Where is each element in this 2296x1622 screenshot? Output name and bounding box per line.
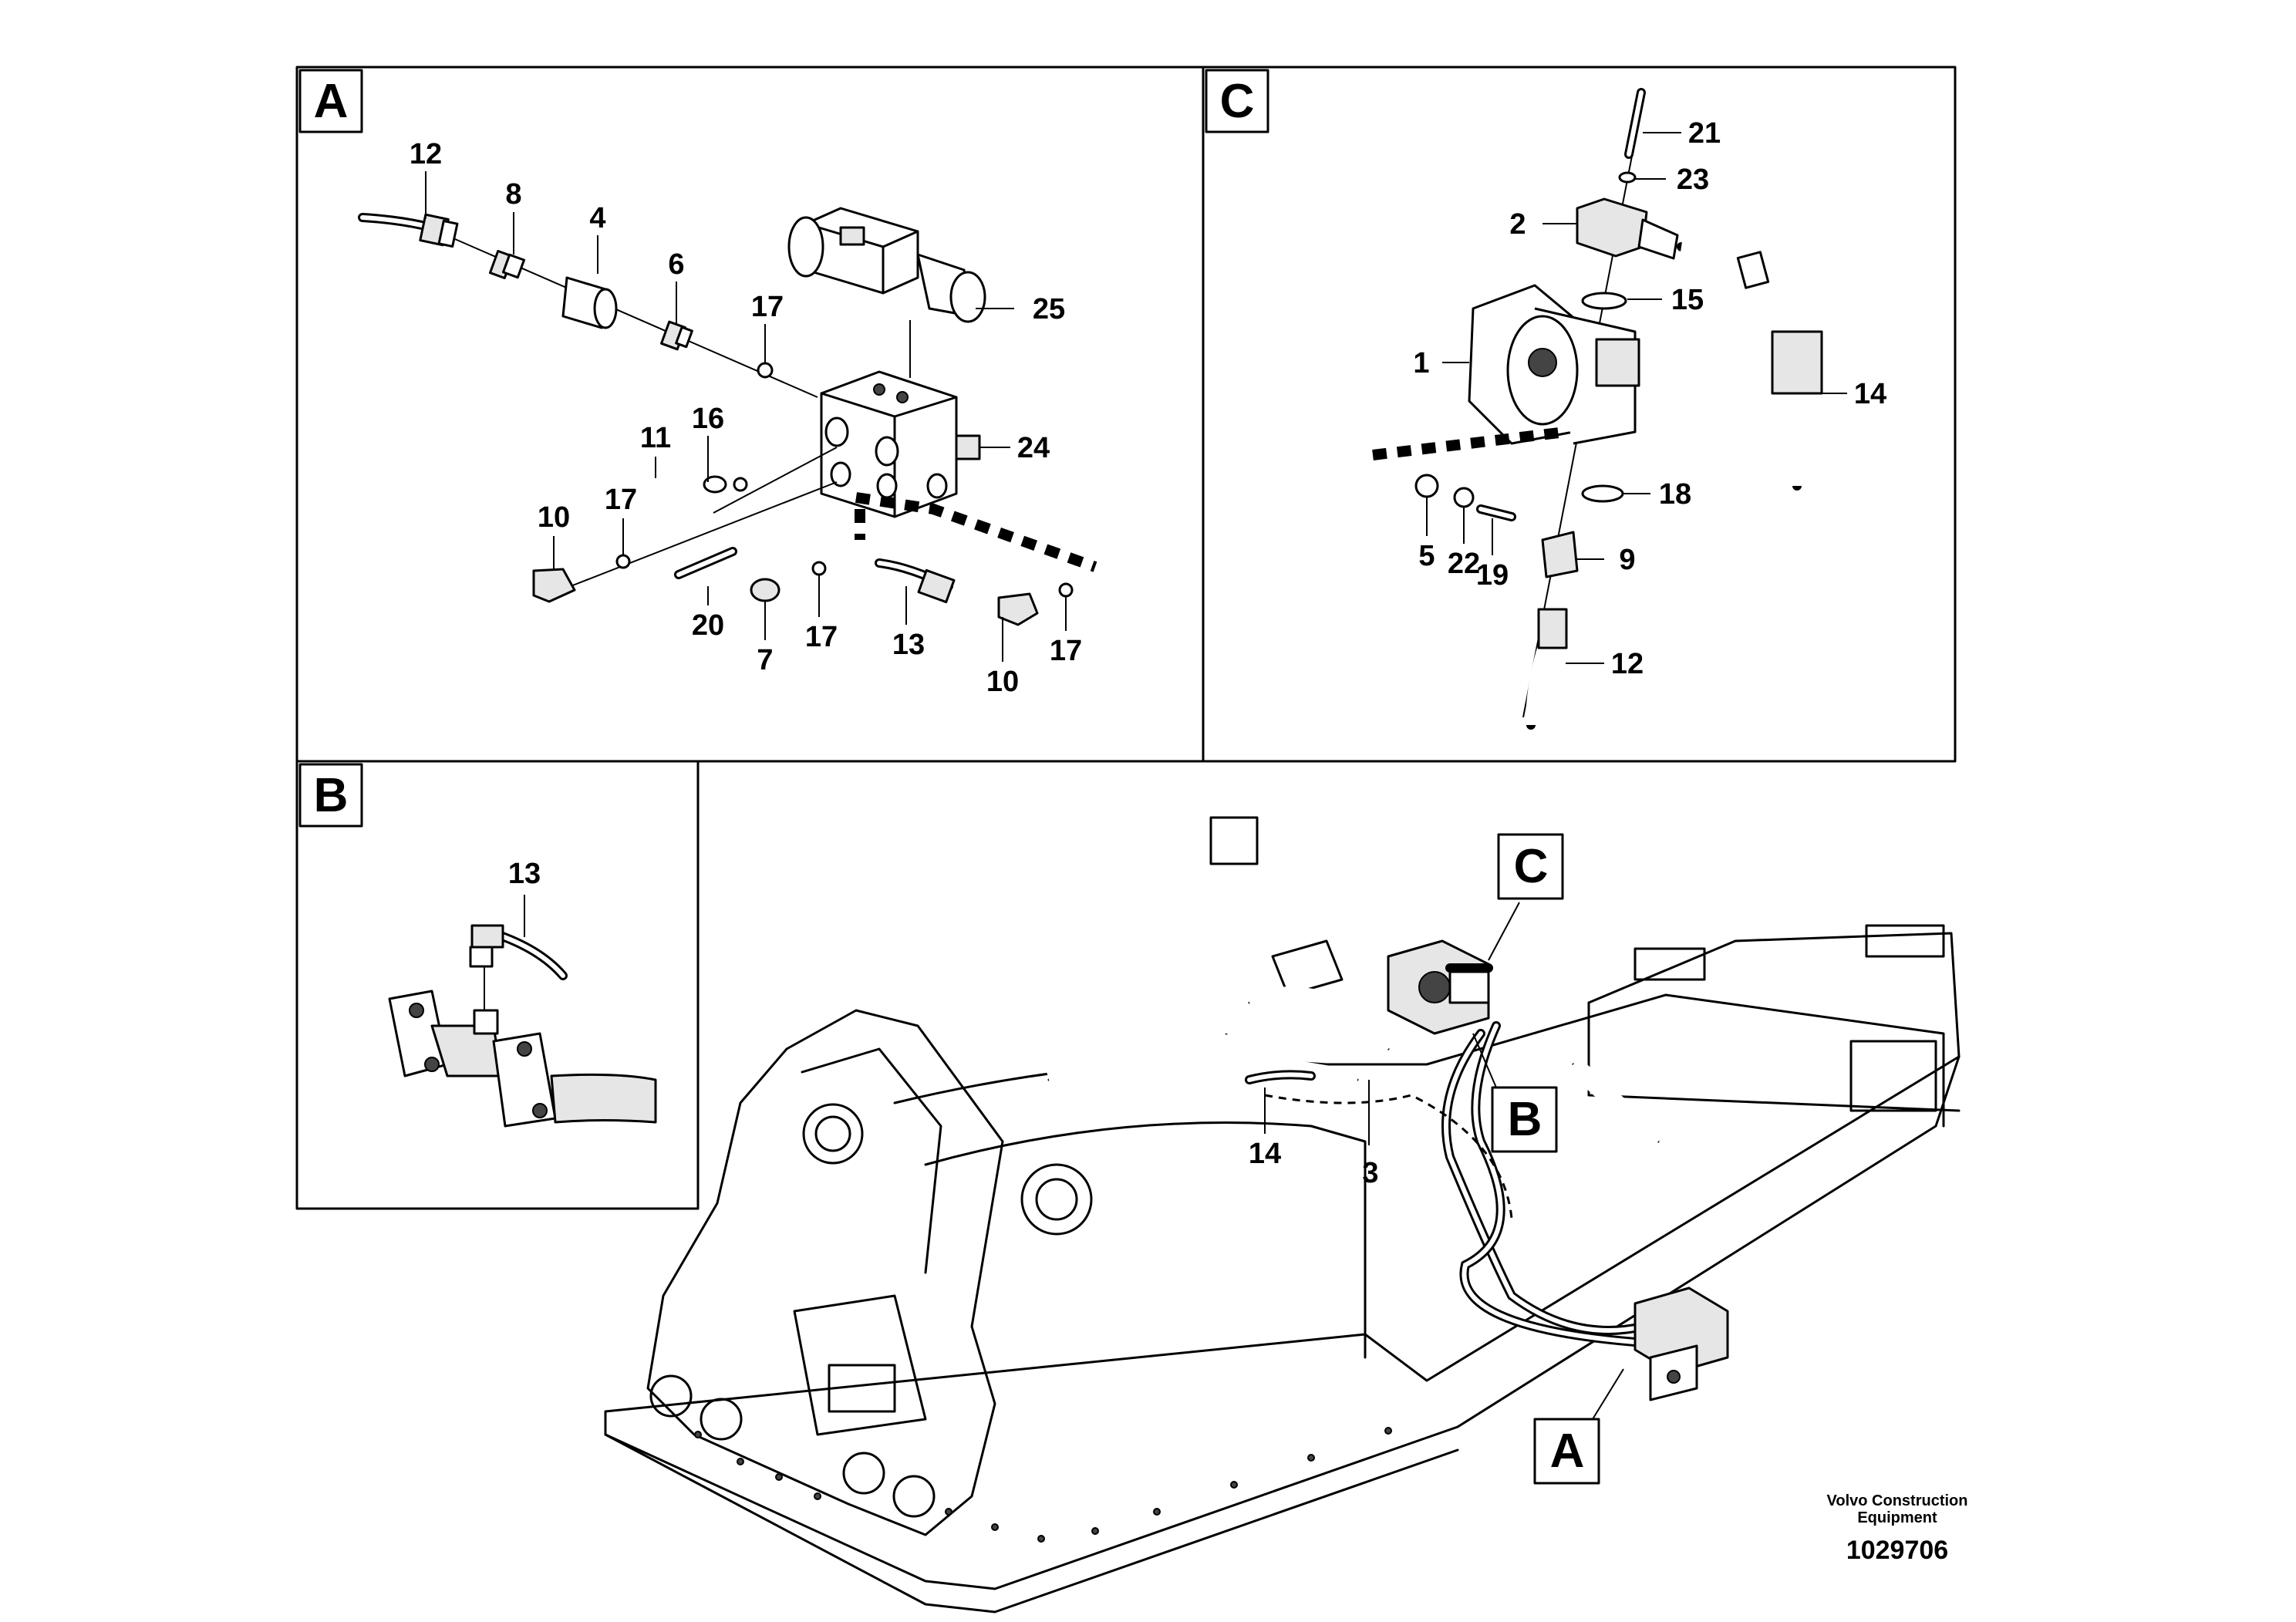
callout-a-17: 17 [751, 291, 784, 323]
fitting-6 [660, 320, 693, 351]
plug-11 [703, 475, 727, 494]
callout-main-3: 3 [1362, 1157, 1378, 1189]
adapter-13-b [469, 946, 494, 968]
brand-line-1: Volvo Construction [1826, 1492, 1968, 1509]
callout-c-2: 2 [1509, 208, 1526, 241]
flange-2 [1576, 197, 1679, 260]
panel-a-leaders [425, 171, 1067, 662]
callout-a-25: 25 [1033, 293, 1065, 325]
panel-b-frame [295, 760, 700, 1210]
callout-c-12: 12 [1611, 648, 1644, 680]
fitting-13-a [917, 568, 956, 604]
o-ring-17-left [615, 554, 631, 569]
callout-a-10-right: 10 [986, 666, 1019, 698]
brand-line-2: Equipment [1857, 1509, 1937, 1526]
hose-14-sleeve [1771, 330, 1823, 395]
washer-5 [1414, 474, 1439, 498]
marker-a-box [1533, 1418, 1600, 1485]
fitting-12-a [419, 213, 459, 248]
callout-a-13: 13 [892, 629, 925, 661]
callout-a-17-left: 17 [605, 484, 637, 516]
plate-holes [694, 1427, 1392, 1543]
panel-b: B 13 [295, 760, 700, 1210]
washer-22 [1453, 487, 1475, 508]
callout-c-15: 15 [1671, 284, 1704, 316]
hatched-guide-a [855, 492, 1097, 572]
callout-c-14: 14 [1854, 378, 1886, 410]
hatched-guide-c [1372, 427, 1566, 460]
panel-c-frame [1202, 66, 1957, 763]
callout-a-16: 16 [692, 403, 724, 435]
panel-b-letter: B [314, 769, 349, 822]
pump-1 [1468, 284, 1640, 445]
base-plate [604, 1055, 1961, 1590]
fitting-13-b [470, 924, 504, 949]
o-ring-23 [1618, 171, 1637, 184]
hose-14-fitting [1736, 251, 1770, 289]
panel-a-letter: A [314, 75, 349, 128]
callout-a-6: 6 [668, 248, 684, 281]
pipe-assembly-b [388, 990, 657, 1128]
callout-c-1: 1 [1413, 347, 1429, 379]
o-ring-15 [1581, 292, 1627, 310]
o-ring-17-bottom [811, 561, 827, 576]
callout-main-14: 14 [1249, 1138, 1281, 1170]
hose-hidden [1264, 1094, 1513, 1219]
callout-a-20: 20 [692, 609, 724, 642]
frame-rear [1587, 932, 1961, 1058]
frame-rail-lower [924, 1121, 1367, 1359]
footer-block: Volvo Construction Equipment 1029706 [1797, 1492, 1998, 1566]
callout-a-12: 12 [410, 138, 442, 170]
panel-a: A [295, 66, 1205, 763]
hose-12-c-fitting [1537, 608, 1568, 649]
marker-a: A [1550, 1425, 1585, 1478]
o-ring-18 [1581, 484, 1624, 503]
callout-a-8: 8 [505, 178, 521, 211]
fitting-9 [1541, 531, 1579, 578]
marker-b-box [1491, 1086, 1558, 1153]
machine-frame-view: 14 3 C B A [604, 816, 1961, 1614]
callout-b-13: 13 [508, 858, 541, 890]
callout-a-10-left: 10 [538, 501, 570, 534]
drawing-number: 1029706 [1846, 1536, 1949, 1565]
callout-a-24: 24 [1017, 432, 1050, 464]
plug-7 [750, 578, 781, 602]
callout-a-17-bottom: 17 [805, 621, 838, 653]
callout-a-11: 11 [640, 422, 671, 454]
solenoid-valve-25 [787, 207, 986, 378]
pump-installed [1387, 939, 1493, 1035]
o-ring-17-right [1058, 582, 1074, 598]
panel-c: C [1202, 66, 1957, 763]
panel-c-leaders [1426, 132, 1847, 664]
callout-c-5: 5 [1418, 540, 1435, 572]
plug-24 [955, 434, 981, 460]
boom-foot-bracket [646, 1009, 1093, 1536]
panel-b-letter-box [298, 763, 363, 828]
callout-c-21: 21 [1688, 117, 1721, 150]
valve-block [820, 370, 958, 518]
callout-a-4: 4 [589, 202, 605, 234]
callout-c-19: 19 [1476, 559, 1509, 592]
callout-c-22: 22 [1448, 548, 1480, 580]
main-view-leaders [1264, 902, 1624, 1420]
callout-a-7: 7 [757, 644, 773, 676]
panel-c-letter-box [1205, 69, 1269, 133]
fitting-8 [488, 249, 526, 280]
elbow-10-right [997, 592, 1039, 626]
panel-c-letter: C [1220, 75, 1255, 128]
callout-c-18: 18 [1659, 478, 1691, 511]
marker-b: B [1508, 1093, 1542, 1146]
adapter-4 [561, 276, 618, 329]
callout-a-17-right: 17 [1050, 635, 1082, 667]
o-ring-17-top [757, 362, 774, 379]
marker-c-box [1497, 833, 1564, 900]
callout-c-23: 23 [1677, 164, 1709, 196]
elbow-10-left [532, 568, 576, 603]
o-ring-16 [733, 477, 748, 492]
callout-c-9: 9 [1619, 544, 1635, 576]
valve-installed [1633, 1286, 1729, 1401]
marker-c: C [1514, 840, 1549, 893]
panel-a-letter-box [298, 69, 363, 133]
